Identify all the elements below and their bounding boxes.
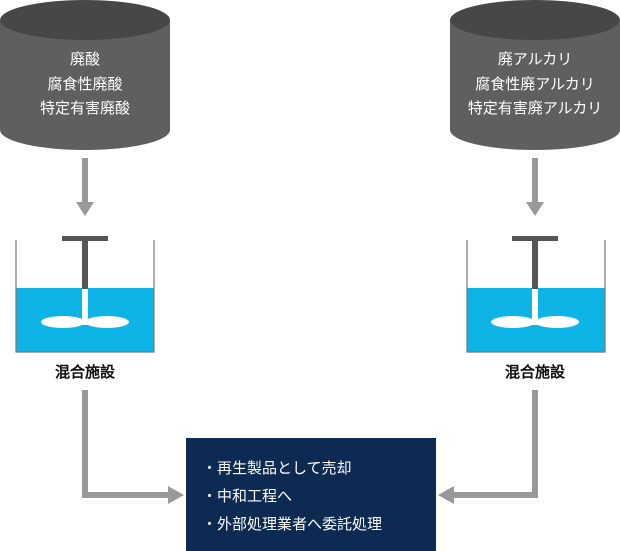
left-tank-label: 混合施設 [54,363,115,381]
left-mixing-tank [15,236,155,353]
result-item: ・外部処理業者へ委託処理 [202,515,383,533]
right-source-line: 廃アルカリ [497,50,573,68]
right-source-cylinder [450,0,620,150]
left-source-line: 腐食性廃酸 [47,74,123,93]
right-stirrer-icon [491,236,579,328]
right-source-line: 腐食性廃アルカリ [475,74,595,93]
right-source-line: 特定有害廃アルカリ [467,99,603,117]
left-source-cylinder [0,0,170,150]
left-elbow-arrow [82,390,184,504]
right-source-labels: 廃アルカリ 腐食性廃アルカリ 特定有害廃アルカリ [450,47,620,121]
left-stirrer-icon [41,236,129,328]
right-down-arrow [526,158,544,216]
left-down-arrow [76,158,94,216]
result-item: ・中和工程へ [202,487,293,505]
left-source-line: 廃酸 [69,50,100,68]
right-mixing-tank [466,236,606,353]
right-tank-label: 混合施設 [504,363,565,381]
right-elbow-arrow [438,390,538,504]
left-source-line: 特定有害廃酸 [39,99,130,117]
result-item: ・再生製品として売却 [202,459,352,477]
left-source-labels: 廃酸 腐食性廃酸 特定有害廃酸 [0,47,170,121]
result-box: ・再生製品として売却 ・中和工程へ ・外部処理業者へ委託処理 [186,438,436,551]
